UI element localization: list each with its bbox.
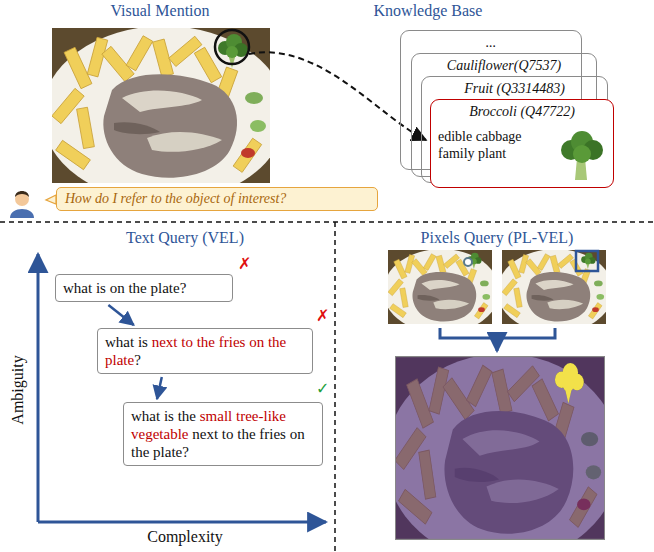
card-title: Cauliflower(Q7537) — [412, 54, 596, 74]
query-text: what is the small tree-like vegetable ne… — [131, 407, 315, 461]
mask-result — [385, 354, 620, 552]
query-fragment: what is — [105, 334, 148, 350]
query-fragment: what is on the plate? — [63, 280, 186, 296]
query-box: what is next to the fries on the plate? — [97, 328, 313, 374]
panel-heading: Visual Mention — [60, 2, 260, 20]
axis-arrow — [37, 254, 40, 522]
panel-heading: Pixels Query (PL-VEL) — [377, 229, 617, 247]
check-mark: ✓ — [316, 380, 329, 398]
card-title: Broccoli (Q47722) — [431, 100, 613, 120]
bubble-tail — [46, 195, 56, 204]
merge-arrow — [496, 338, 499, 351]
mention-circle — [215, 30, 249, 64]
query-text: what is on the plate? — [63, 279, 225, 297]
food-photo — [497, 249, 613, 333]
axis-arrow — [38, 521, 326, 524]
speech-bubble: How do I refer to the object of interest… — [56, 187, 378, 211]
food-photo — [42, 26, 286, 202]
flow-arrow — [108, 305, 133, 325]
question-text: How do I refer to the object of interest… — [65, 190, 369, 208]
flow-arrow — [157, 377, 162, 399]
kb-card-selected: Broccoli (Q47722) edible cabbage family p… — [430, 99, 614, 188]
cross-mark: ✗ — [238, 255, 251, 273]
panel-heading: Knowledge Base — [328, 2, 528, 20]
box-prompt — [576, 251, 598, 271]
card-title: ... — [401, 31, 581, 51]
cross-mark: ✗ — [316, 307, 329, 325]
axis-label: Ambiguity — [9, 335, 27, 445]
divider — [0, 221, 654, 223]
person-icon — [10, 191, 34, 218]
card-title: Fruit (Q3314483) — [422, 77, 607, 97]
axis-label: Complexity — [105, 528, 265, 546]
panel-heading: Text Query (VEL) — [75, 229, 295, 247]
merge-bracket — [440, 328, 555, 338]
food-photo — [383, 249, 499, 333]
divider — [334, 222, 336, 552]
broccoli-icon — [557, 130, 607, 182]
query-text: what is next to the fries on the plate? — [105, 333, 305, 369]
click-point — [464, 258, 472, 266]
query-box: what is the small tree-like vegetable ne… — [123, 402, 323, 466]
query-fragment: ? — [134, 352, 141, 368]
query-fragment: what is the — [131, 408, 196, 424]
card-description: edible cabbage family plant — [438, 128, 550, 162]
query-box: what is on the plate? — [55, 274, 233, 302]
